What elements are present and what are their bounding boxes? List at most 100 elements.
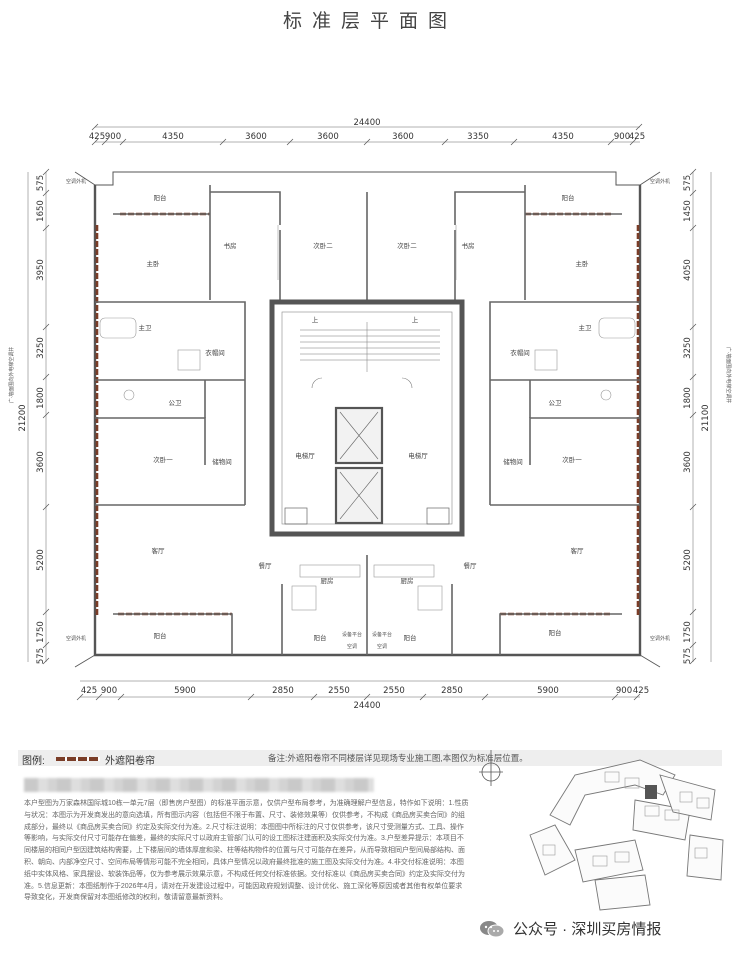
dim-right-part: 1450 — [683, 200, 693, 222]
room-labels: 阳台 阳台 主卧 主卧 书房 书房 次卧二 次卧二 主卫 主卫 衣帽间 衣帽间 … — [139, 193, 593, 642]
stair-up: 上 — [312, 315, 319, 324]
roller-shade-swatch — [56, 757, 100, 761]
interior-walls — [95, 185, 640, 655]
dim-top-part: 425 — [89, 132, 105, 142]
room-elevator-hall: 电梯厅 — [408, 451, 428, 460]
dim-left-part: 575 — [36, 648, 46, 664]
room-elevator-hall: 电梯厅 — [295, 451, 315, 460]
dim-right-part: 1750 — [683, 621, 693, 643]
dim-bottom-part: 2550 — [383, 686, 405, 696]
dim-bottom-part: 900 — [101, 686, 117, 696]
ac-label: 空调 — [377, 643, 387, 650]
dim-bottom-part: 5900 — [537, 686, 559, 696]
floor-plan: 24400 425 900 4350 3600 3600 3600 3350 4… — [8, 118, 732, 711]
watermark: 公众号 · 深圳买房情报 — [479, 918, 661, 939]
wechat-icon — [480, 920, 505, 937]
dim-top-part: 3600 — [317, 132, 339, 142]
room-kitchen: 厨房 — [401, 576, 414, 585]
equipment-platform: 设备平台 — [342, 631, 362, 638]
aircon-tag: 空调外机 — [650, 635, 670, 642]
notes-block: 本户型图为万家森林国际城10栋一单元7层（即售房户型图）的标准平面示意，仅供户型… — [24, 778, 469, 904]
dim-bottom-part: 2850 — [272, 686, 294, 696]
room-study: 书房 — [462, 241, 475, 250]
dim-top-part: 4350 — [162, 132, 184, 142]
side-notes: 广·墙面围向外电梯空调井 广·墙面围向外电梯空调井 — [8, 347, 732, 404]
site-plan — [479, 750, 724, 911]
dim-right-part: 575 — [683, 648, 693, 664]
dim-bottom-part: 2850 — [441, 686, 463, 696]
north-arrow-icon — [479, 750, 503, 786]
room-master-bedroom: 主卧 — [576, 259, 590, 268]
room-balcony: 阳台 — [154, 193, 167, 202]
room-cloakroom: 衣帽间 — [510, 348, 530, 357]
dim-top-part: 425 — [629, 132, 645, 142]
dim-bottom-part: 5900 — [174, 686, 196, 696]
room-second-bedroom-two: 次卧二 — [313, 241, 333, 250]
room-balcony: 阳台 — [154, 631, 167, 640]
dim-bottom-part: 425 — [81, 686, 97, 696]
dim-top-part: 900 — [105, 132, 121, 142]
dim-top-part: 3600 — [392, 132, 414, 142]
notes-text: 本户型图为万家森林国际城10栋一单元7层（即售房户型图）的标准平面示意，仅供户型… — [24, 800, 469, 902]
aircon-tag: 空调外机 — [650, 178, 670, 185]
room-laundry: 储物间 — [212, 457, 232, 466]
dim-left-part: 3600 — [36, 451, 46, 473]
side-note-left: 广·墙面围向外电梯空调井 — [8, 347, 15, 404]
room-public-bath: 公卫 — [169, 399, 183, 407]
room-laundry: 储物间 — [503, 457, 523, 466]
small-labels: 设备平台 设备平台 空调 空调 空调外机 空调外机 空调外机 空调外机 — [66, 178, 670, 650]
room-cloakroom: 衣帽间 — [205, 348, 225, 357]
room-master-bath: 主卫 — [139, 323, 153, 332]
dim-bottom-part: 900 — [616, 686, 632, 696]
elevator-icon — [339, 411, 379, 520]
dim-right-part: 1800 — [683, 387, 693, 409]
room-balcony: 阳台 — [314, 633, 327, 642]
dim-left-part: 5200 — [36, 549, 46, 571]
dim-top-total: 24400 — [353, 118, 380, 128]
dim-left-part: 575 — [36, 175, 46, 191]
dim-right-part: 4050 — [683, 259, 693, 281]
stair-up: 上 — [412, 315, 419, 324]
aircon-tag: 空调外机 — [66, 178, 86, 185]
site-buildings — [529, 759, 724, 911]
dimension-lines — [27, 123, 712, 701]
room-living: 客厅 — [152, 546, 166, 555]
dim-left-part: 3950 — [36, 259, 46, 281]
room-dining: 餐厅 — [259, 561, 273, 570]
room-second-bedroom-two: 次卧二 — [397, 241, 417, 250]
dim-bottom-part: 425 — [633, 686, 649, 696]
legend-bar — [18, 750, 722, 766]
room-living: 客厅 — [571, 546, 585, 555]
dim-left-part: 1750 — [36, 621, 46, 643]
door-swing-icon — [311, 377, 323, 389]
dim-right-total: 21100 — [701, 404, 711, 431]
stair-icon — [300, 322, 440, 372]
room-kitchen: 厨房 — [321, 576, 334, 585]
room-study: 书房 — [224, 241, 237, 250]
dim-left-part: 1800 — [36, 387, 46, 409]
room-second-bedroom-one: 次卧一 — [562, 455, 582, 464]
page-title: 标准层平面图 — [282, 11, 457, 32]
room-public-bath: 公卫 — [549, 399, 563, 407]
dim-left-part: 1650 — [36, 200, 46, 222]
ac-label: 空调 — [347, 643, 357, 650]
room-balcony: 阳台 — [562, 193, 575, 202]
dim-left-total: 21200 — [18, 404, 28, 431]
fixtures — [99, 225, 636, 611]
room-dining: 餐厅 — [464, 561, 478, 570]
dim-top-part: 3600 — [245, 132, 267, 142]
side-note-right: 广·墙面围向外电梯空调井 — [725, 347, 732, 404]
equipment-platform: 设备平台 — [372, 631, 392, 638]
watermark-text: 公众号 · 深圳买房情报 — [513, 921, 662, 938]
left-dimensions: 575 1650 3950 3250 1800 3600 5200 1750 5… — [18, 175, 46, 664]
dim-bottom-total: 24400 — [353, 701, 380, 711]
building-core — [269, 299, 465, 537]
dim-right-part: 3250 — [683, 337, 693, 359]
current-building-marker — [645, 785, 657, 799]
dim-right-part: 5200 — [683, 549, 693, 571]
room-second-bedroom-one: 次卧一 — [153, 455, 173, 464]
room-master-bath: 主卫 — [579, 323, 593, 332]
door-swing-icon — [401, 377, 413, 389]
dim-right-part: 3600 — [683, 451, 693, 473]
room-balcony: 阳台 — [549, 628, 562, 637]
